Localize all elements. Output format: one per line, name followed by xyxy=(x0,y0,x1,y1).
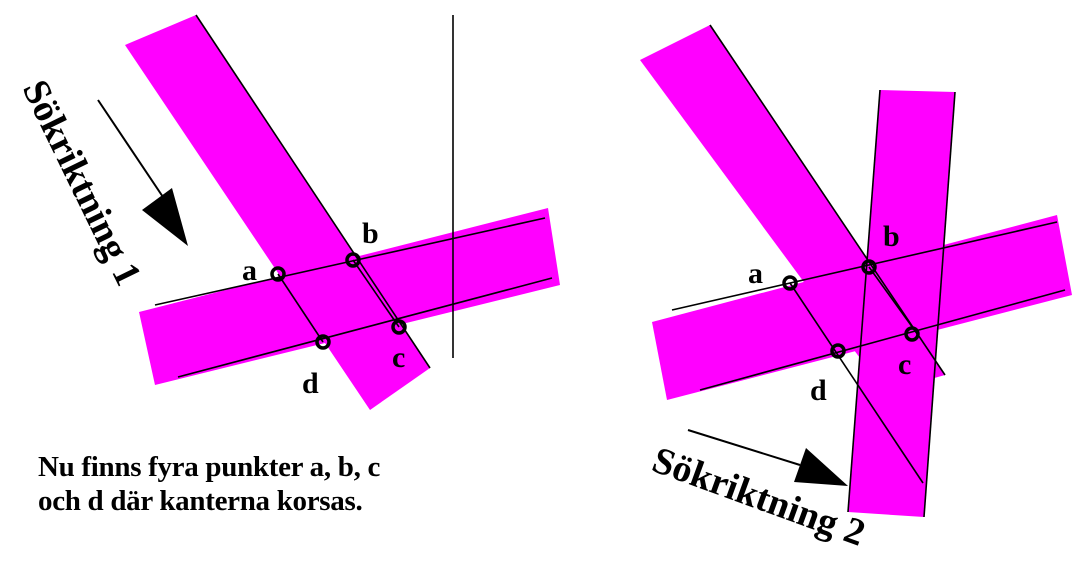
left-point-a xyxy=(270,266,286,282)
caption-line-1: Nu finns fyra punkter a, b, c xyxy=(38,451,381,483)
right-inner-diagonal-edge xyxy=(789,282,924,484)
right-vertical-right-edge xyxy=(923,91,956,518)
left-left-diagonal-edge xyxy=(195,14,431,369)
left-point-c xyxy=(391,319,407,335)
right-vertical-left-edge xyxy=(847,89,881,513)
caption-line-2: och d där kanterna korsas. xyxy=(38,485,363,517)
right-point-b xyxy=(861,259,877,275)
left-point-d xyxy=(315,334,331,350)
right-label-a: a xyxy=(748,257,763,290)
left-label-c: c xyxy=(392,341,405,374)
right-direction-label: Sökriktning 2 xyxy=(647,439,871,555)
left-label-d: d xyxy=(302,367,319,400)
right-label-d: d xyxy=(810,374,827,407)
right-lower-horizontal-edge xyxy=(699,289,1066,391)
left-direction-label: Sökriktning 1 xyxy=(14,74,149,293)
right-left-diagonal-edge xyxy=(709,24,946,376)
left-horizontal-band xyxy=(139,208,560,385)
right-point-d xyxy=(830,343,846,359)
left-label-a: a xyxy=(242,254,257,287)
right-point-a xyxy=(782,275,798,291)
left-label-b: b xyxy=(362,217,379,250)
left-right-diagonal-edge xyxy=(352,259,400,328)
left-lower-horizontal-edge xyxy=(177,277,553,378)
right-vertical-inner-edge xyxy=(868,266,919,336)
left-inner-diagonal-edge xyxy=(277,273,324,343)
right-label-c: c xyxy=(898,348,911,381)
caption: Nu finns fyra punkter a, b, c och d där … xyxy=(38,450,598,518)
left-upper-horizontal-edge xyxy=(154,217,546,306)
right-direction-arrow xyxy=(687,429,848,486)
right-panel: a b c d Sökriktning 2 xyxy=(640,24,1072,555)
left-point-b xyxy=(345,252,361,268)
right-point-c xyxy=(904,326,920,342)
left-direction-arrow xyxy=(97,99,188,246)
right-horizontal-band xyxy=(652,215,1072,400)
left-panel: a b c d Sökriktning 1 xyxy=(14,14,560,410)
right-label-b: b xyxy=(883,220,900,253)
